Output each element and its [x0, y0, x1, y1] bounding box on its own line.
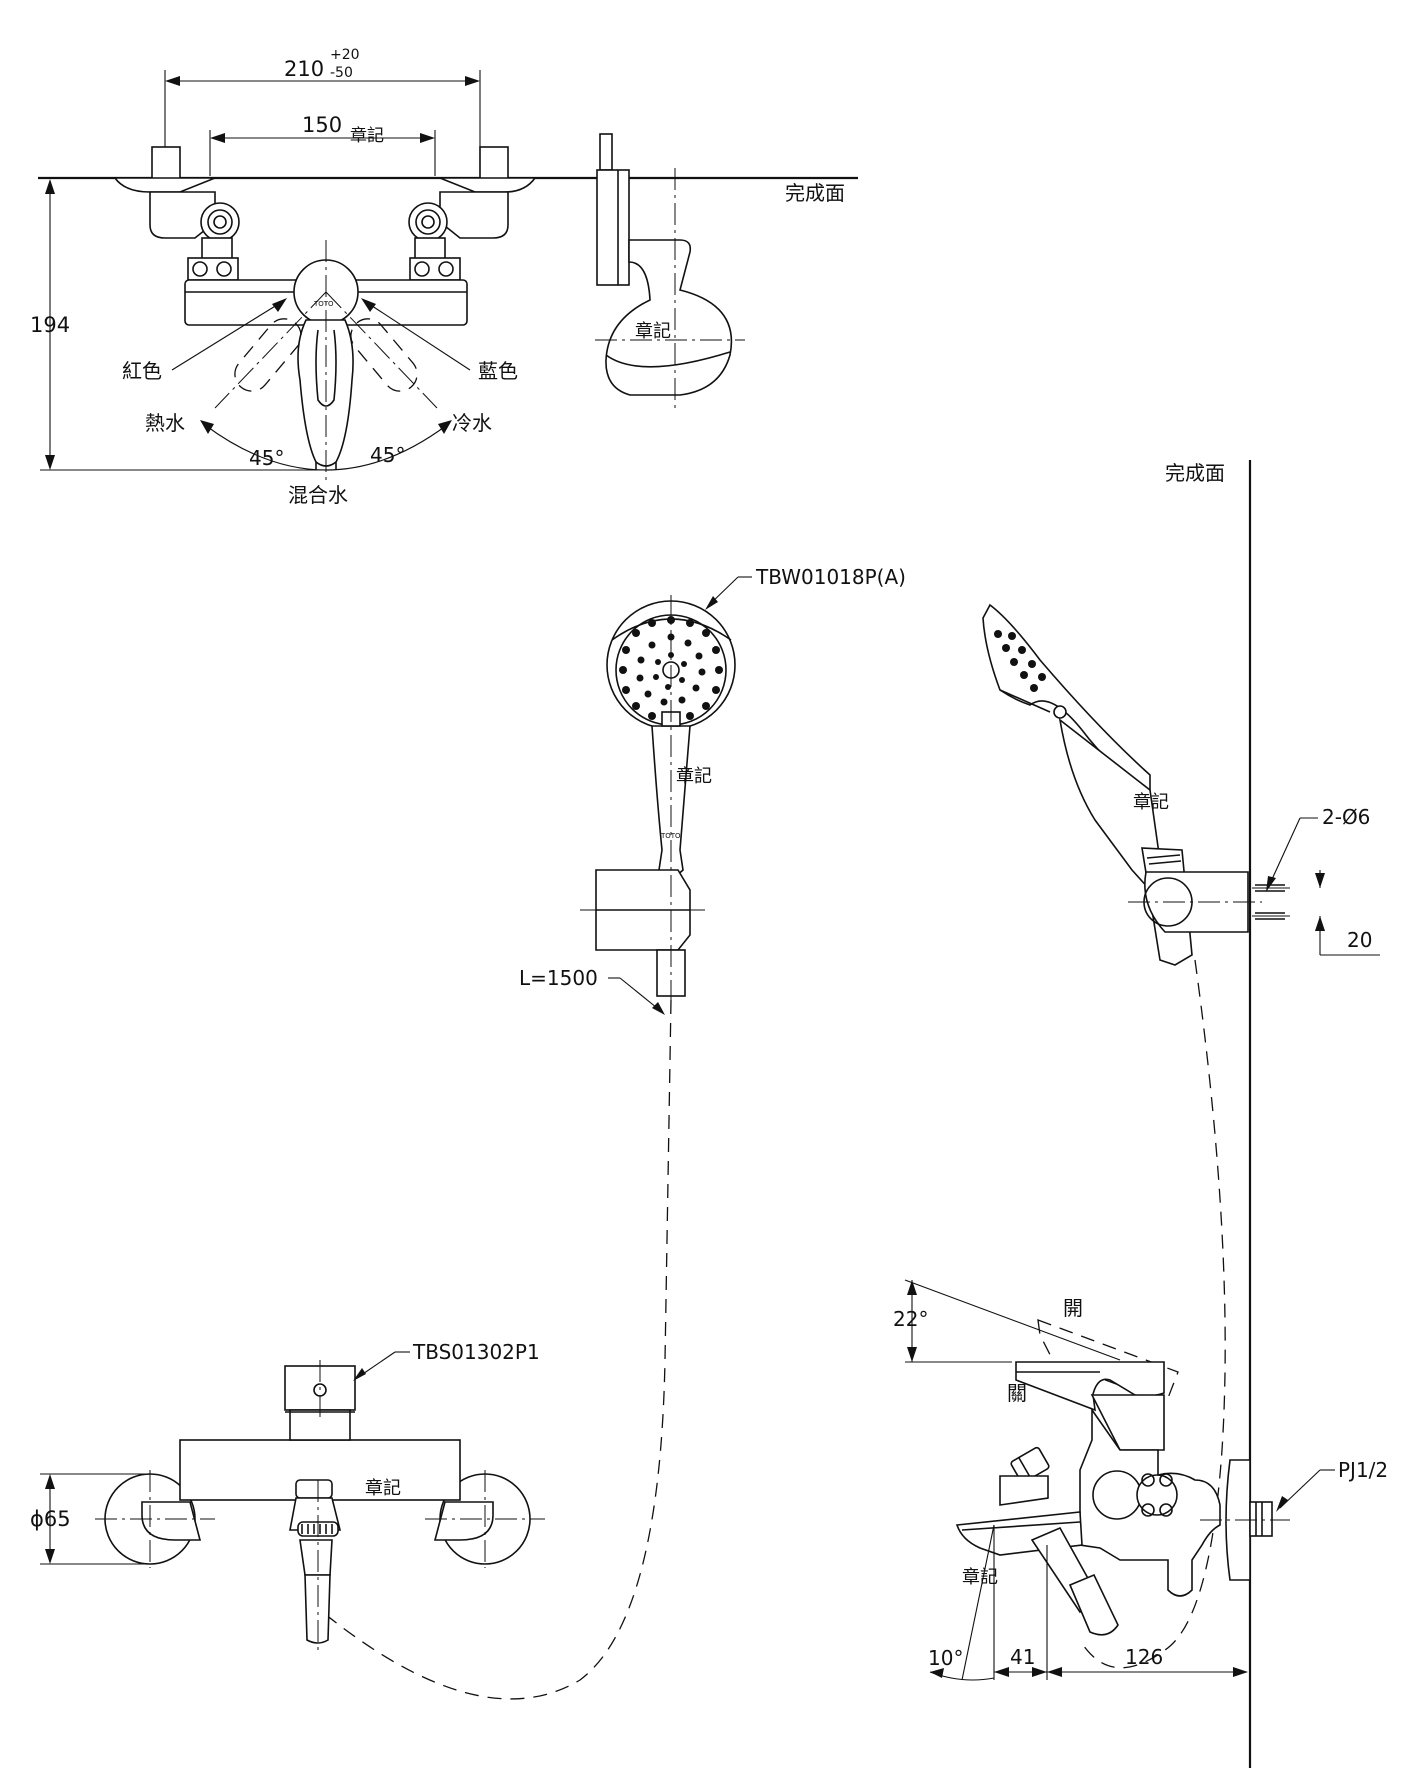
stamp-shower-front: 章記 [676, 766, 712, 787]
hose-side [1079, 959, 1226, 1669]
dim-210-tol-minus: -50 [330, 65, 353, 81]
faucet-front: 章記 [95, 1360, 545, 1650]
faucet-side: 章記 開 關 [955, 1296, 1290, 1636]
label-hot: 熱水 [145, 411, 185, 435]
label-red: 紅色 [122, 359, 162, 383]
faucet-model-callout: TBS01302P1 [353, 1340, 540, 1381]
brand-mark-front: TOTO [660, 832, 681, 840]
dim-phi65-label: ϕ65 [30, 1507, 71, 1531]
angle-22-dim: 22° [893, 1279, 1121, 1363]
handheld-shower-front: TOTO 章記 [580, 595, 736, 1005]
top-view: 210 +20 -50 150 章記 完成面 194 [30, 47, 858, 507]
dim-210-label: 210 [284, 57, 324, 81]
dim-20-label: 20 [1347, 928, 1372, 952]
stamp-head-top: 章記 [635, 321, 671, 342]
faucet-model-label: TBS01302P1 [412, 1340, 540, 1364]
shower-model-label: TBW01018P(A) [755, 565, 906, 589]
angle-right-label: 45° [370, 443, 405, 467]
nozzle-dots-side [994, 630, 1046, 692]
brand-mark-top: TOTO [313, 300, 334, 308]
finish-surface-label-side: 完成面 [1165, 461, 1225, 485]
label-mixed: 混合水 [288, 483, 348, 507]
pipe-thread-callout: PJ1/2 [1276, 1458, 1388, 1512]
screw-spec-label: 2-Ø6 [1322, 805, 1370, 829]
dimension-194: 194 [30, 179, 330, 471]
dim-210-tol-plus: +20 [330, 47, 360, 63]
dimension-210: 210 +20 -50 [164, 47, 481, 176]
hose-length-label: L=1500 [519, 966, 598, 990]
screw-callout: 2-Ø6 20 [1266, 805, 1380, 956]
hose-front [319, 999, 672, 1700]
stamp-faucet-front: 章記 [365, 1478, 401, 1499]
cold-position-ghost [350, 318, 418, 392]
dim-194-label: 194 [30, 313, 70, 337]
label-open: 開 [1063, 1296, 1083, 1320]
handheld-shower-side: 章記 [982, 603, 1290, 966]
angle-10-label: 10° [928, 1646, 963, 1670]
dim-150-label: 150 [302, 113, 342, 137]
shower-head-top: 章記 [595, 133, 745, 410]
label-blue: 藍色 [478, 359, 518, 383]
stamp-faucet-side: 章記 [962, 1567, 998, 1588]
label-close: 關 [1007, 1381, 1027, 1405]
left-elbow [113, 146, 240, 281]
pipe-thread-label: PJ1/2 [1338, 1458, 1388, 1482]
angle-left-label: 45° [249, 446, 284, 470]
nozzle-dots-front [619, 616, 723, 723]
bottom-dims-side: 10° 41 126 [928, 1524, 1248, 1681]
dim-150-stamp: 章記 [350, 126, 384, 146]
shower-model-callout: TBW01018P(A) [705, 565, 906, 610]
dimension-150: 150 章記 [209, 113, 436, 176]
angle-22-label: 22° [893, 1307, 928, 1331]
stamp-shower-side: 章記 [1133, 792, 1169, 813]
dim-126-label: 126 [1125, 1645, 1163, 1669]
label-cold: 冷水 [452, 411, 492, 435]
hot-angle-line [214, 291, 327, 409]
color-leaders: 紅色 藍色 [122, 298, 518, 383]
angle-arc [204, 424, 448, 471]
dim-41-label: 41 [1010, 1645, 1035, 1669]
dimension-phi65: ϕ65 [30, 1473, 150, 1565]
cold-angle-line [325, 291, 438, 409]
right-elbow [408, 146, 537, 281]
side-view: 完成面 章記 [893, 460, 1388, 1768]
hose-length-callout: L=1500 [519, 966, 665, 1015]
finish-surface-label-top: 完成面 [785, 181, 845, 205]
lever-handle-top: TOTO [293, 240, 359, 480]
